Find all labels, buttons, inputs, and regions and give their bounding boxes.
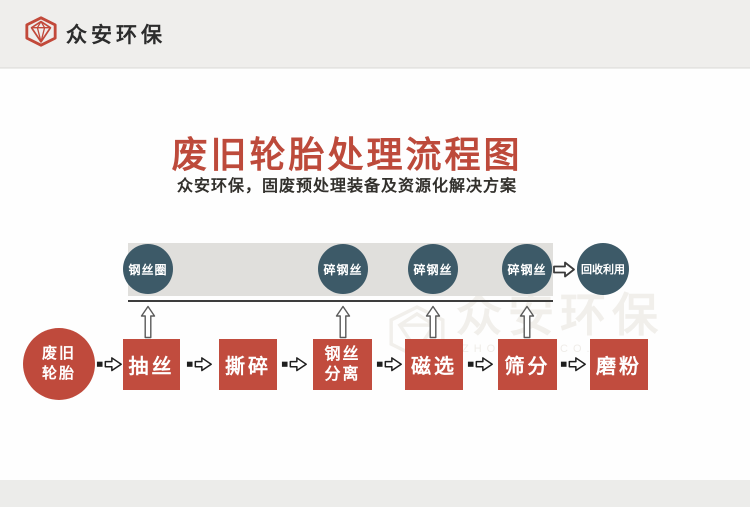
brand-logo[interactable]: 众安环保 (24, 15, 166, 52)
flow-arrow-icon (376, 354, 404, 374)
step-box-grinding: 磨粉 (590, 339, 648, 390)
step-label: 撕碎 (225, 356, 271, 378)
footer-strip (0, 480, 750, 507)
flow-arrow-icon (281, 354, 309, 374)
step-label: 分离 (324, 365, 361, 383)
output-node-crushed-wire-2: 碎钢丝 (408, 244, 458, 294)
source-node-label: 废旧 (41, 344, 76, 362)
up-arrow-icon (425, 305, 441, 339)
up-arrow-icon (335, 305, 351, 339)
flow-arrow-icon (96, 354, 124, 374)
step-box-shredding: 撕碎 (219, 339, 277, 390)
source-node-label: 轮胎 (41, 365, 76, 382)
output-node-label: 钢丝圈 (128, 262, 168, 277)
brand-name: 众安环保 (66, 23, 166, 47)
source-node-waste-tire: 废旧 轮胎 (23, 328, 95, 400)
step-box-screening: 筛分 (498, 339, 557, 390)
recycle-node-label: 回收利用 (581, 264, 625, 276)
site-header: 众安环保 (0, 0, 750, 68)
output-node-label: 碎钢丝 (413, 262, 453, 277)
step-box-wire-separation: 钢丝 分离 (313, 339, 372, 390)
step-label: 钢丝 (324, 345, 361, 363)
page-title: 废旧轮胎处理流程图 (171, 134, 523, 175)
output-node-label: 碎钢丝 (323, 262, 363, 277)
flow-arrow-icon (186, 354, 214, 374)
step-box-magnetic-sorting: 磁选 (405, 339, 463, 390)
hexagon-gem-icon (24, 15, 58, 52)
output-node-steel-ring: 钢丝圈 (123, 244, 173, 294)
output-node-crushed-wire-1: 碎钢丝 (318, 244, 368, 294)
page-subtitle: 众安环保，固废预处理装备及资源化解决方案 (176, 178, 517, 195)
hollow-arrow-right-icon (552, 261, 576, 278)
flow-arrow-icon (560, 354, 588, 374)
output-node-label: 碎钢丝 (507, 262, 547, 277)
flow-arrow-icon (467, 354, 495, 374)
step-label: 筛分 (504, 356, 551, 378)
output-node-crushed-wire-3: 碎钢丝 (502, 244, 552, 294)
step-box-wire-drawing: 抽丝 (123, 339, 180, 390)
recycle-node: 回收利用 (577, 243, 629, 295)
band-baseline (128, 300, 553, 302)
step-label: 抽丝 (128, 356, 175, 378)
step-label: 磁选 (411, 356, 457, 378)
up-arrow-icon (140, 305, 156, 339)
step-label: 磨粉 (596, 356, 642, 378)
up-arrow-icon (519, 305, 535, 339)
